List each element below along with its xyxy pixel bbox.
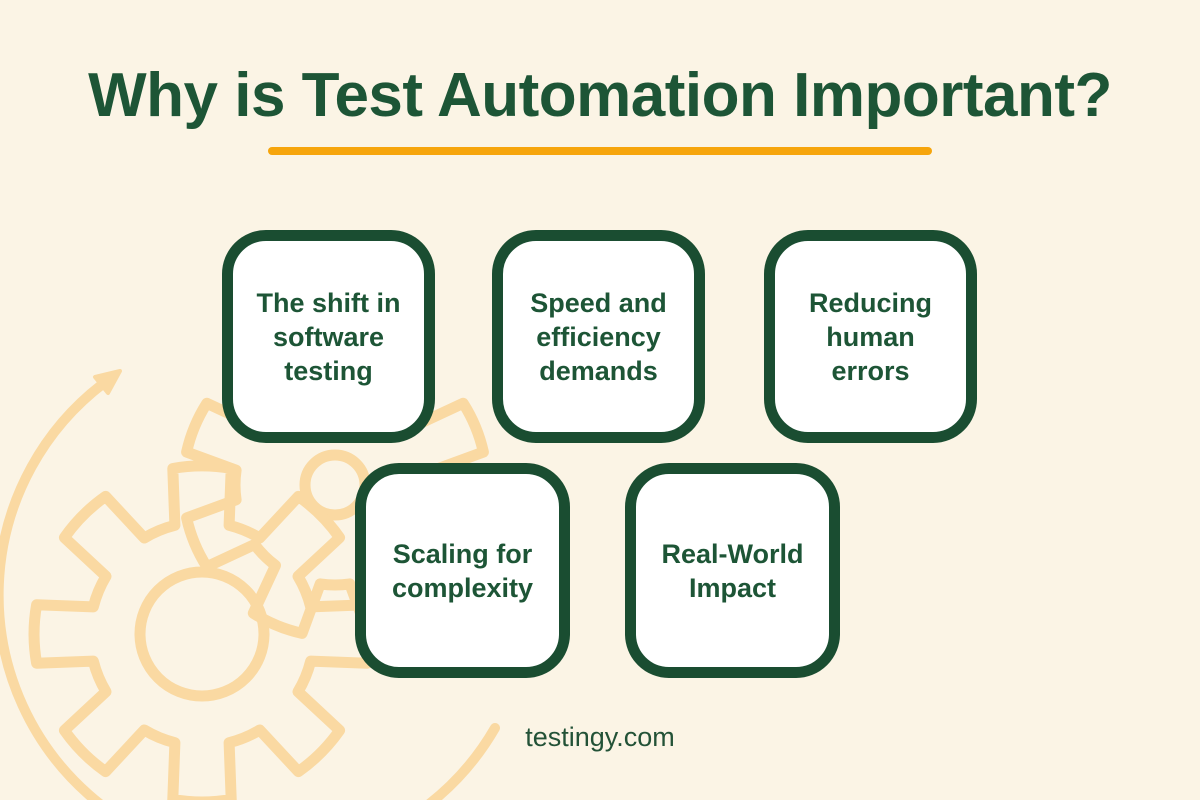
card-label: efficiency — [536, 321, 661, 352]
website-url: testingy.com — [525, 722, 675, 752]
card-label: Reducing — [808, 287, 932, 318]
reason-card-reducing-human-errors: Reducing human errors — [764, 230, 977, 443]
reason-card-speed-and-efficiency: Speed and efficiency demands — [492, 230, 705, 443]
card-label: software — [272, 321, 385, 352]
card-label: demands — [539, 355, 658, 386]
card-label: Speed and — [530, 287, 667, 318]
reason-card-real-world-impact: Real-World Impact — [625, 463, 840, 678]
curved-arrow-icon — [0, 369, 500, 800]
card-label: Scaling for — [392, 538, 533, 569]
page-title: Why is Test Automation Important? — [88, 61, 1112, 130]
large-gear-icon — [28, 460, 376, 800]
card-label: The shift in — [256, 287, 401, 318]
card-label: Impact — [688, 572, 777, 603]
reason-card-scaling-for-complexity: Scaling for complexity — [355, 463, 570, 678]
reason-card-shift-in-software-testing: The shift in software testing — [222, 230, 435, 443]
card-label: complexity — [391, 572, 534, 603]
card-label: human — [826, 321, 915, 352]
title-underline — [268, 147, 932, 155]
card-label: Real-World — [661, 538, 804, 569]
card-label: testing — [284, 355, 373, 386]
card-label: errors — [831, 355, 910, 386]
